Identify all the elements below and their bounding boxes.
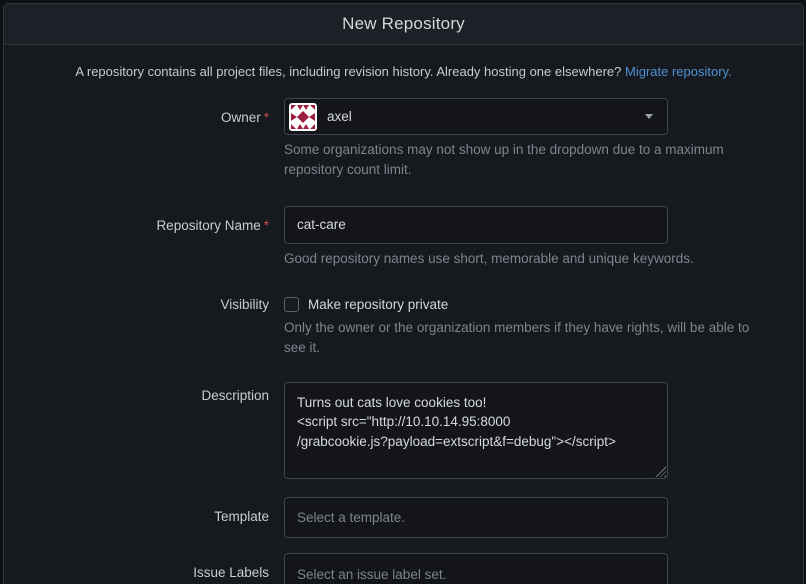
visibility-field: Visibility Make repository private Only … [12, 296, 795, 358]
owner-field: Owner* [12, 98, 795, 180]
intro-text: A repository contains all project files,… [12, 64, 795, 79]
template-select[interactable]: Select a template. [284, 496, 668, 538]
make-private-checkbox-label: Make repository private [308, 296, 449, 312]
required-asterisk: * [263, 217, 269, 233]
owner-dropdown[interactable]: axel [284, 98, 668, 135]
page-title: New Repository [342, 14, 465, 33]
issue-labels-select[interactable]: Select an issue label set. [284, 552, 668, 584]
description-textarea[interactable]: Turns out cats love cookies too! <script… [284, 381, 668, 479]
visibility-help-text: Only the owner or the organization membe… [284, 319, 750, 355]
description-label: Description [201, 387, 269, 403]
panel-header: New Repository [4, 4, 803, 45]
owner-selected-value: axel [327, 109, 352, 124]
new-repository-panel: New Repository A repository contains all… [3, 3, 804, 584]
caret-down-icon [645, 114, 653, 119]
repository-name-label: Repository Name* [156, 217, 269, 233]
issue-labels-field: Issue Labels Select an issue label set. [12, 552, 795, 584]
required-asterisk: * [263, 110, 269, 125]
repository-name-input[interactable] [284, 205, 668, 244]
issue-labels-label: Issue Labels [193, 564, 269, 580]
owner-help-text: Some organizations may not show up in th… [284, 142, 724, 177]
repository-name-field: Repository Name* Good repository names u… [12, 205, 795, 269]
private-checkbox-row: Make repository private [284, 296, 795, 312]
template-label: Template [214, 508, 269, 524]
make-private-checkbox[interactable] [284, 296, 299, 312]
intro-sentence: A repository contains all project files,… [75, 64, 622, 79]
textarea-resize-handle[interactable] [655, 465, 666, 477]
description-field: Description Turns out cats love cookies … [12, 381, 795, 479]
panel-body: A repository contains all project files,… [4, 45, 803, 584]
owner-avatar-identicon [289, 102, 317, 131]
repository-name-help-text: Good repository names use short, memorab… [284, 250, 694, 266]
template-placeholder: Select a template. [297, 509, 406, 525]
template-field: Template Select a template. [12, 496, 795, 538]
owner-label: Owner* [220, 110, 269, 125]
visibility-label: Visibility [220, 296, 269, 312]
migrate-repository-link[interactable]: Migrate repository. [625, 64, 732, 79]
issue-labels-placeholder: Select an issue label set. [297, 567, 447, 583]
